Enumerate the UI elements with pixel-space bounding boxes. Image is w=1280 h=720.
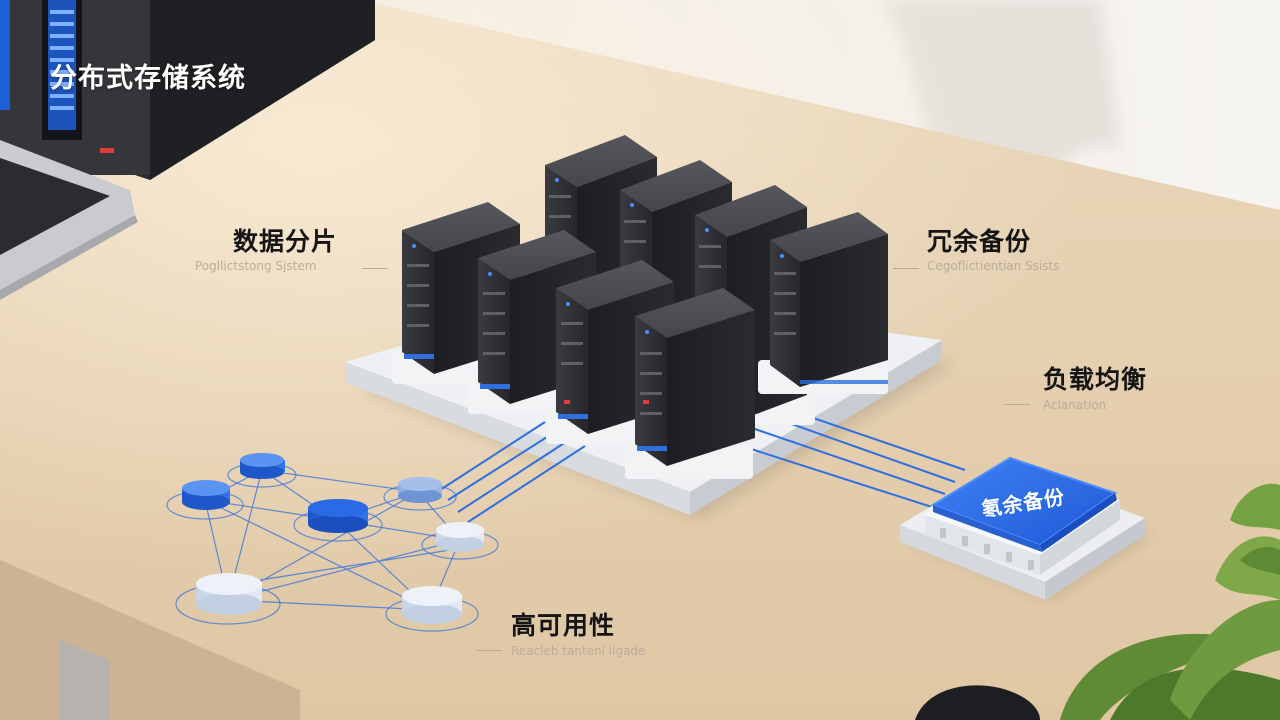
- label-load-balance-sub: Aclanation: [1043, 398, 1107, 412]
- node-3: [308, 499, 368, 533]
- plant-bottom: [1060, 536, 1280, 720]
- node-2: [240, 453, 285, 479]
- label-load-balance-heading: 负载均衡: [1043, 365, 1148, 394]
- label-load-balance-line: [1004, 404, 1030, 405]
- label-sharding-heading: 数据分片: [233, 227, 338, 256]
- servers: [392, 135, 888, 479]
- mouse: [915, 685, 1040, 720]
- label-redundancy-heading: 冗余备份: [927, 227, 1032, 256]
- nas-device: [0, 0, 375, 180]
- node-graph: [166, 453, 499, 632]
- backup-chip: [900, 456, 1151, 600]
- desk-leg: [60, 640, 110, 720]
- laptop: [0, 140, 138, 300]
- label-high-availability-sub: Reacleb tantenl ligade: [511, 644, 646, 658]
- node-1: [182, 480, 230, 510]
- plant-right: [1230, 483, 1280, 575]
- label-sharding-line: [362, 268, 388, 269]
- label-redundancy-line: [893, 268, 919, 269]
- label-redundancy-sub: Cegoflictientian Ssists: [927, 259, 1060, 273]
- node-6: [196, 573, 262, 615]
- label-sharding-sub: Pogllictstong Sjstem: [195, 259, 317, 273]
- node-4: [398, 477, 442, 503]
- server-right: [758, 212, 888, 394]
- node-5: [436, 522, 484, 552]
- label-high-availability-heading: 高可用性: [511, 611, 616, 640]
- page-title: 分布式存储系统: [50, 63, 246, 94]
- label-high-availability-line: [476, 650, 502, 651]
- node-7: [402, 586, 462, 624]
- server-front-4: [625, 288, 755, 479]
